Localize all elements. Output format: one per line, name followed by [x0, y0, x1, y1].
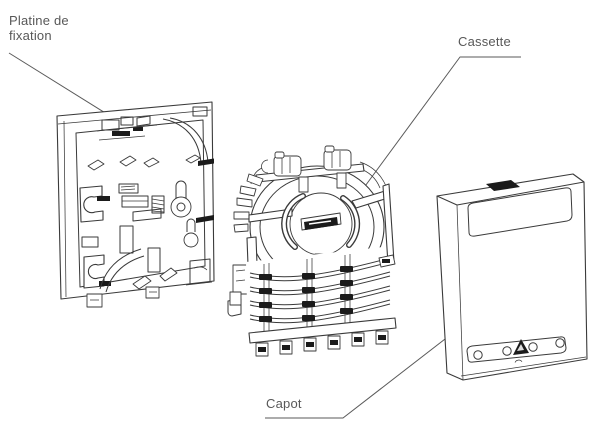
- plate-top-clips: [96, 115, 158, 141]
- label-cover: Capot: [266, 396, 302, 411]
- cassette-base-feet: [248, 317, 397, 357]
- label-mounting-plate: Platine de fixation: [9, 13, 69, 44]
- cassette-splice-trays: [246, 246, 394, 346]
- plate-spring: [151, 195, 165, 214]
- plate-inner-rim: [75, 119, 206, 288]
- plate-keyhole: [170, 180, 199, 248]
- cover-bottom-strip: [466, 336, 567, 363]
- leader-cassette: [359, 56, 521, 194]
- cover-outline: [436, 173, 588, 381]
- label-cassette: Cassette: [458, 34, 511, 49]
- cassette-fiber-fingers: [281, 193, 361, 250]
- cover-label-recess: [467, 187, 573, 237]
- cassette-top-latches: [255, 145, 365, 193]
- plate-side-foot: [227, 298, 242, 317]
- leader-cover: [265, 304, 490, 419]
- cable-entry-slot: [486, 180, 520, 191]
- cassette-drawing: [229, 145, 397, 357]
- plate-outline: [56, 101, 215, 300]
- cover-drawing: [436, 173, 588, 381]
- mounting-plate-drawing: [56, 101, 242, 317]
- brand-badge: [300, 212, 342, 231]
